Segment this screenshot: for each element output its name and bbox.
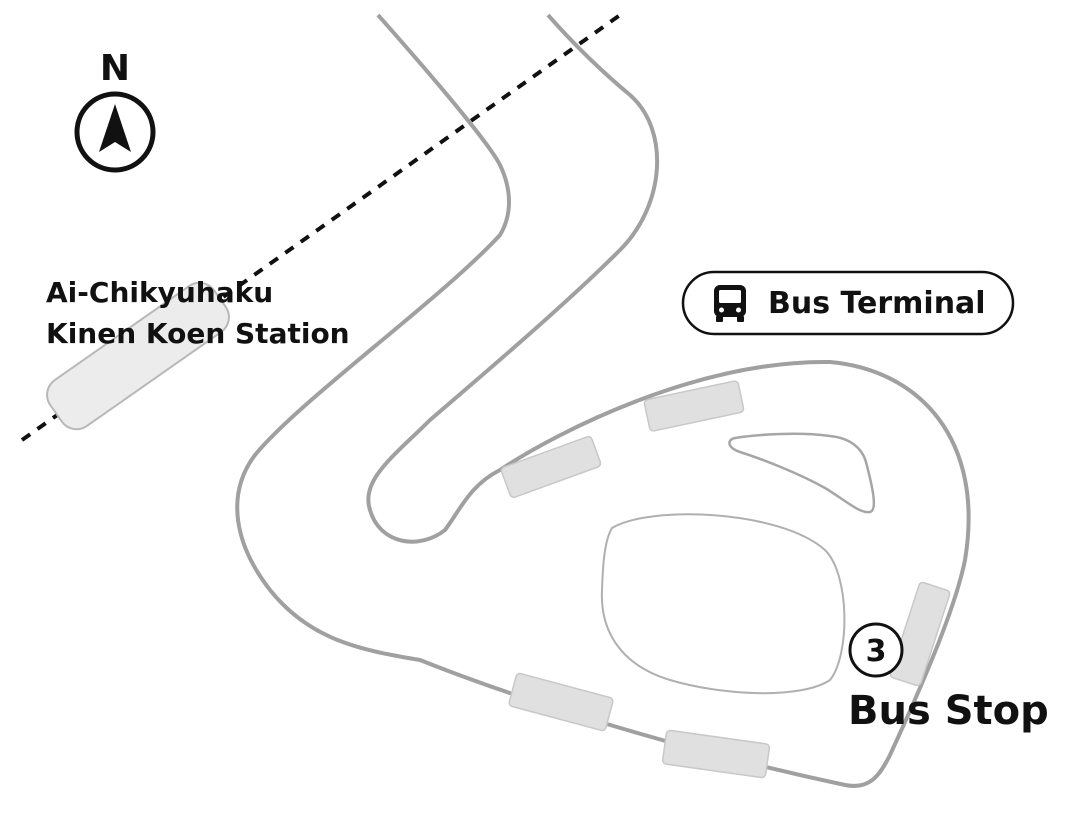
bus-bay — [500, 435, 602, 499]
bus-terminal-label: Bus Terminal — [768, 286, 986, 321]
bus-stop-text: Bus Stop — [848, 688, 1049, 734]
central-island — [600, 513, 846, 695]
road-outline — [235, 13, 971, 788]
bus-stop-label: 3 Bus Stop — [848, 622, 1049, 734]
bus-bay — [643, 380, 745, 432]
station-name-line2: Kinen Koen Station — [46, 317, 350, 350]
station-name-line1: Ai-Chikyuhaku — [46, 276, 273, 309]
bus-stop-number-circle — [848, 622, 904, 678]
bus-terminal-badge: Bus Terminal — [681, 270, 1015, 336]
triangle-island — [728, 432, 876, 514]
bus-stop-number: 3 — [866, 634, 887, 669]
bus-bay — [661, 729, 771, 779]
compass-north-letter: N — [100, 48, 130, 89]
north-arrow-icon — [74, 91, 156, 173]
station-label: Ai-Chikyuhaku Kinen Koen Station — [46, 276, 350, 350]
bus-bays — [500, 380, 951, 779]
bus-icon — [714, 285, 746, 322]
bus-bay — [889, 581, 951, 687]
compass: N — [74, 48, 156, 173]
station-platform — [46, 281, 230, 431]
bus-bay — [508, 672, 614, 732]
